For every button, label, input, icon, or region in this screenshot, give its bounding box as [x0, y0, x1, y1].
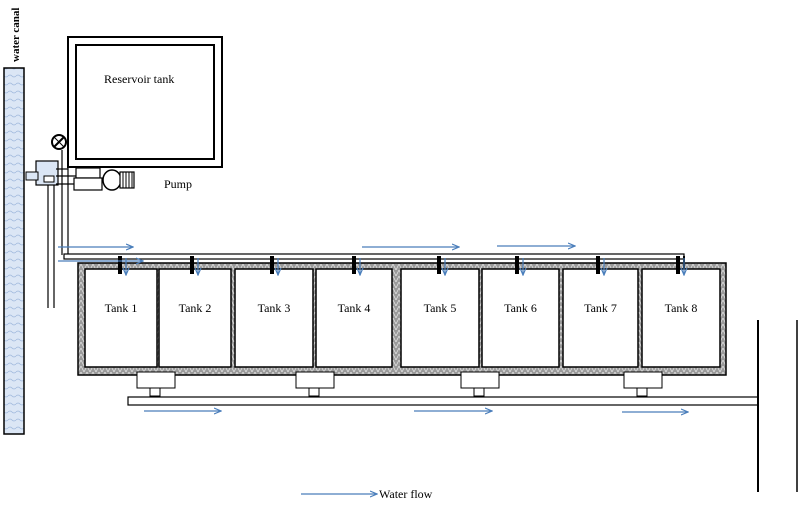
tank-label: Tank 1 — [105, 301, 138, 315]
tank-body — [84, 268, 158, 368]
tank-label: Tank 2 — [179, 301, 212, 315]
tank: Tank 4 — [315, 256, 393, 368]
drain-outlet — [295, 371, 335, 397]
legend: Water flow — [301, 487, 433, 501]
intake-box — [25, 160, 59, 186]
reservoir-tank-label: Reservoir tank — [104, 72, 174, 86]
tank-inlet-valve — [190, 256, 194, 274]
tank-inlet-valve — [676, 256, 680, 274]
tank-body — [158, 268, 232, 368]
pump-label: Pump — [164, 177, 192, 191]
tanks-group: Tank 1 Tank 2 Tank 3 Tank 4 Tank 5 Tank 6 Tank… — [84, 256, 721, 368]
tank-inlet-valve — [270, 256, 274, 274]
tank-inlet-valve — [118, 256, 122, 274]
water-flow-arrows — [58, 246, 688, 412]
drain-outlet — [460, 371, 500, 397]
tank-label: Tank 7 — [584, 301, 617, 315]
drain-pipe — [127, 320, 798, 492]
tank: Tank 3 — [234, 256, 314, 368]
tank-label: Tank 5 — [424, 301, 457, 315]
tank-inlet-valve — [596, 256, 600, 274]
tank-body — [234, 268, 314, 368]
valve-icon — [51, 134, 67, 150]
tank: Tank 2 — [158, 256, 232, 368]
tank: Tank 5 — [400, 256, 480, 368]
tank-label: Tank 8 — [665, 301, 698, 315]
tank-inlet-valve — [352, 256, 356, 274]
water-canal: water canal — [3, 8, 25, 435]
reservoir-tank: Reservoir tank — [67, 36, 223, 168]
tank-inlet-valve — [515, 256, 519, 274]
drain-outlet — [136, 371, 176, 397]
drain-outlets — [136, 371, 663, 397]
legend-label: Water flow — [379, 487, 433, 501]
tank-body — [481, 268, 560, 368]
tank-body — [562, 268, 639, 368]
tank: Tank 8 — [641, 256, 721, 368]
tank: Tank 1 — [84, 256, 158, 368]
tank: Tank 6 — [481, 256, 560, 368]
drain-outlet — [623, 371, 663, 397]
tank-body — [400, 268, 480, 368]
tank-body — [315, 268, 393, 368]
tank: Tank 7 — [562, 256, 639, 368]
pump-icon: Pump — [73, 167, 192, 191]
tank-body — [641, 268, 721, 368]
tank-label: Tank 3 — [258, 301, 291, 315]
tank-label: Tank 6 — [504, 301, 537, 315]
tank-inlet-valve — [437, 256, 441, 274]
water-canal-label: water canal — [10, 8, 22, 62]
tank-label: Tank 4 — [338, 301, 371, 315]
